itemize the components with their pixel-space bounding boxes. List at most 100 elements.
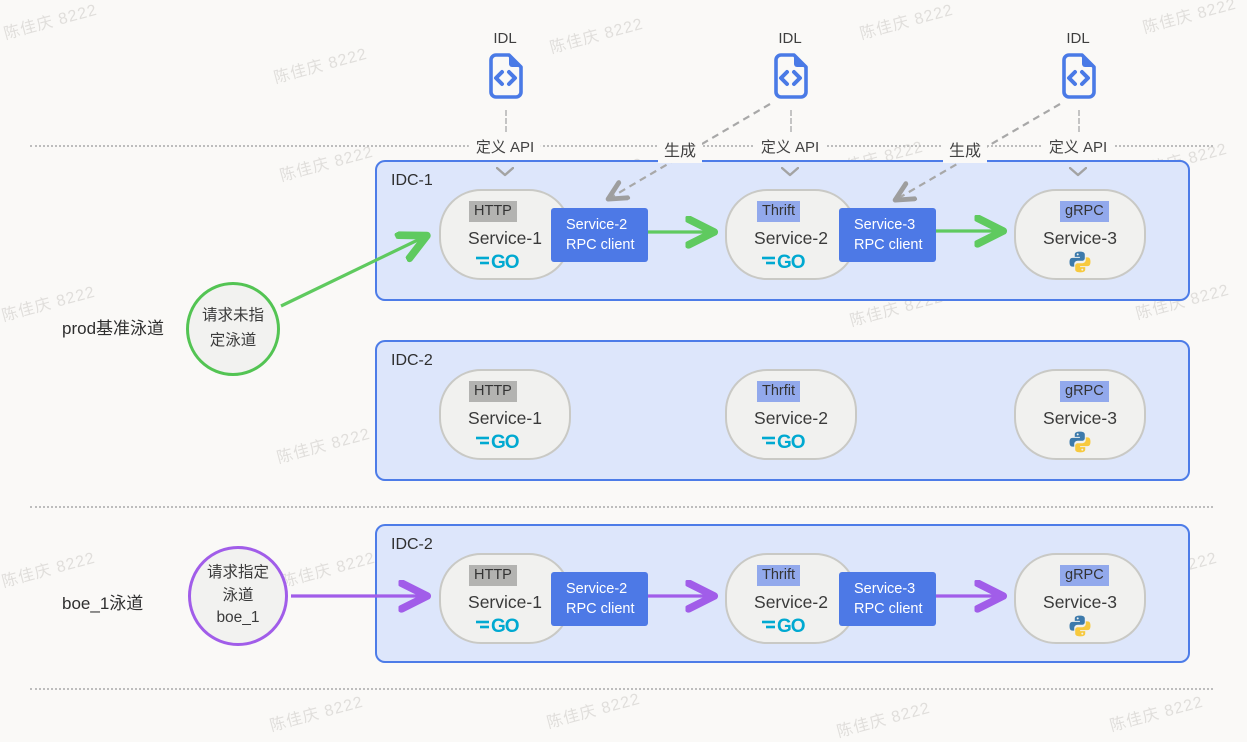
circle-text-line: 定泳道 [209, 332, 257, 349]
define-api-label: 定义 API [1041, 134, 1115, 159]
idl-connector-dash [1078, 110, 1080, 140]
rpc-client-line1: Service-2 [566, 217, 628, 233]
circle-text-line: 请求未指 [201, 307, 264, 325]
service-name: Service-1 [468, 228, 542, 248]
boe-request-circle: 请求指定 泳道 boe_1 [188, 546, 288, 646]
svg-text:GO: GO [491, 252, 519, 272]
define-api-label: 定义 API [468, 134, 542, 159]
watermark-text: 陈佳庆 8222 [835, 699, 933, 742]
define-api-label: 定义 API [753, 134, 827, 159]
idc-box-title: IDC-1 [391, 172, 433, 189]
idl-label: IDL [778, 30, 802, 47]
rpc-client-line1: Service-3 [854, 217, 916, 233]
protocol-badge: gRPC [1060, 381, 1109, 402]
circle-text-line: 请求指定 [206, 564, 269, 582]
svg-text:GO: GO [491, 432, 519, 452]
dotted-separator-bottom [30, 688, 1213, 690]
watermark-text: 陈佳庆 8222 [280, 549, 378, 592]
idc-box-title: IDC-2 [391, 352, 433, 369]
rpc-client-box: Service-3 RPC client [839, 208, 936, 262]
watermark-text: 陈佳庆 8222 [275, 425, 373, 468]
watermark-text: 陈佳庆 8222 [1108, 693, 1206, 736]
protocol-badge: Thrfit [757, 381, 801, 402]
protocol-badge: Thrift [757, 565, 801, 586]
rpc-client-box: Service-2 RPC client [551, 208, 648, 262]
idl-connector-dash [790, 110, 792, 140]
idl-label: IDL [493, 30, 517, 47]
python-logo-icon [1016, 614, 1144, 643]
rpc-client-line2: RPC client [854, 601, 923, 617]
svg-text:GO: GO [777, 432, 805, 452]
idc-2-boe-box: IDC-2 HTTP Service-1 GO Service-2 RPC cl… [375, 524, 1190, 663]
watermark-text: 陈佳庆 8222 [1141, 0, 1239, 38]
idl-file-icon [768, 51, 812, 106]
prod-request-circle: 请求未指 定泳道 [186, 282, 280, 376]
idl-column-3: IDL 定义 API [1018, 30, 1138, 177]
protocol-badge: HTTP [469, 565, 517, 586]
protocol-badge: Thrift [757, 201, 801, 222]
watermark-text: 陈佳庆 8222 [2, 1, 100, 44]
service-1-node: HTTP Service-1 GO [439, 553, 571, 644]
service-3-node: gRPC Service-3 [1014, 553, 1146, 644]
boe-lane-label: boe_1泳道 [62, 594, 144, 613]
service-3-node: gRPC Service-3 [1014, 189, 1146, 280]
watermark-text: 陈佳庆 8222 [268, 693, 366, 736]
svg-text:GO: GO [777, 616, 805, 636]
service-name: Service-3 [1043, 408, 1117, 428]
service-2-node: Thrfit Service-2 GO [725, 369, 857, 460]
down-arrowhead-icon [1068, 164, 1088, 182]
watermark-text: 陈佳庆 8222 [272, 45, 370, 88]
idl-label: IDL [1066, 30, 1090, 47]
idc-2-box: IDC-2 HTTP Service-1 GO Thrfit Service-2… [375, 340, 1190, 481]
prod-lane-label: prod基准泳道 [62, 319, 165, 338]
svg-text:GO: GO [777, 252, 805, 272]
protocol-badge: gRPC [1060, 565, 1109, 586]
idl-file-icon [1056, 51, 1100, 106]
service-2-node: Thrift Service-2 GO [725, 553, 857, 644]
idl-connector-dash [505, 110, 507, 140]
service-3-node: gRPC Service-3 [1014, 369, 1146, 460]
watermark-text: 陈佳庆 8222 [858, 1, 956, 44]
protocol-badge: HTTP [469, 381, 517, 402]
rpc-client-line2: RPC client [854, 237, 923, 253]
dotted-separator-middle [30, 506, 1213, 508]
idc-box-title: IDC-2 [391, 536, 433, 553]
service-name: Service-1 [468, 592, 542, 612]
service-name: Service-1 [468, 408, 542, 428]
go-logo-icon: GO [727, 614, 855, 641]
python-logo-icon [1016, 250, 1144, 279]
go-logo-icon: GO [441, 250, 569, 277]
idl-file-icon [483, 51, 527, 106]
svg-text:GO: GO [491, 616, 519, 636]
rpc-client-box: Service-3 RPC client [839, 572, 936, 626]
rpc-client-line1: Service-3 [854, 581, 916, 597]
down-arrowhead-icon [495, 164, 515, 182]
protocol-badge: gRPC [1060, 201, 1109, 222]
dotted-separator-top [30, 145, 1213, 147]
go-logo-icon: GO [727, 430, 855, 457]
idl-column-2: IDL 定义 API [730, 30, 850, 177]
watermark-text: 陈佳庆 8222 [545, 690, 643, 733]
circle-text-line: 泳道 [222, 586, 254, 604]
rpc-client-line2: RPC client [566, 601, 635, 617]
circle-text-line: boe_1 [216, 609, 260, 627]
watermark-text: 陈佳庆 8222 [0, 549, 98, 592]
service-1-node: HTTP Service-1 GO [439, 369, 571, 460]
idl-column-1: IDL 定义 API [445, 30, 565, 177]
protocol-badge: HTTP [469, 201, 517, 222]
rpc-client-line1: Service-2 [566, 581, 628, 597]
go-logo-icon: GO [727, 250, 855, 277]
generate-label: 生成 [943, 135, 988, 163]
python-logo-icon [1016, 430, 1144, 459]
service-name: Service-2 [754, 408, 828, 428]
generate-label: 生成 [658, 135, 703, 163]
service-name: Service-3 [1043, 592, 1117, 612]
service-name: Service-3 [1043, 228, 1117, 248]
rpc-client-line2: RPC client [566, 237, 635, 253]
service-1-node: HTTP Service-1 GO [439, 189, 571, 280]
down-arrowhead-icon [780, 164, 800, 182]
service-name: Service-2 [754, 592, 828, 612]
service-2-node: Thrift Service-2 GO [725, 189, 857, 280]
service-name: Service-2 [754, 228, 828, 248]
